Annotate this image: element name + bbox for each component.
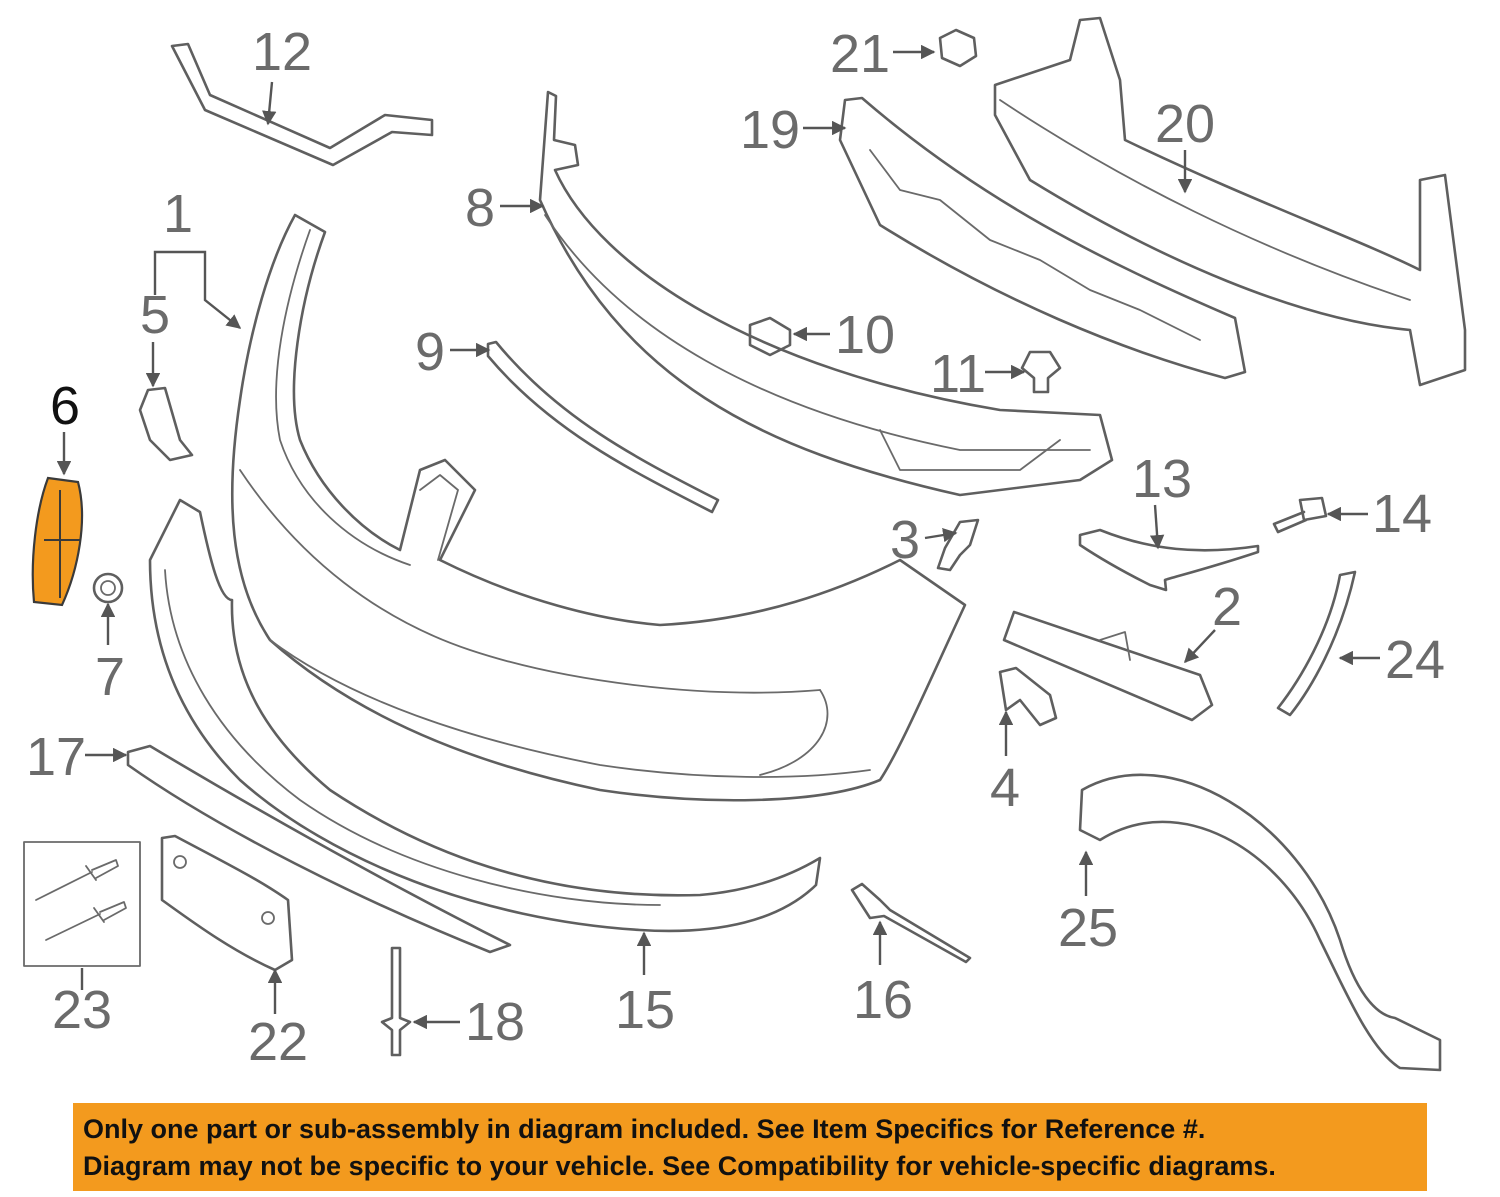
part-7-grommet [92,572,124,604]
part-14-bolt [1272,496,1328,534]
part-24-side-trim [1276,570,1357,717]
callout-21: 21 [830,24,890,84]
part-16-screw [850,882,972,964]
part-17-lower-shield [126,744,512,954]
part-15-lower-valance [148,498,822,933]
part-19-energy-absorber [838,96,1247,380]
part-3-clip [936,518,980,572]
callout-18: 18 [465,992,525,1052]
part-1-bumper-cover [230,213,967,802]
part-21-nut [938,28,978,68]
callout-10: 10 [835,305,895,365]
callout-22: 22 [248,1012,308,1072]
callout-4: 4 [990,758,1020,818]
notice-line-2: Diagram may not be specific to your vehi… [83,1151,1276,1181]
callout-labels: 12 1 5 6 7 8 9 10 11 19 21 20 3 13 14 2 … [26,22,1445,1072]
part-9-molding [486,340,720,514]
callout-11: 11 [930,344,986,404]
callout-14: 14 [1372,484,1432,544]
part-25-wheel-flare [1078,773,1442,1072]
callout-20: 20 [1155,94,1215,154]
callout-9: 9 [415,322,445,382]
part-23-rivet-kit [23,841,141,967]
notice-banner: Only one part or sub-assembly in diagram… [73,1103,1427,1191]
part-5-bracket [138,386,194,462]
callout-24: 24 [1385,630,1445,690]
leader-lines [56,44,1380,1030]
part-20-reinforcement [993,16,1467,387]
notice-line-1: Only one part or sub-assembly in diagram… [83,1114,1206,1144]
callout-16: 16 [853,970,913,1030]
part-12-upper-trim [170,42,434,167]
part-18-push-pin [380,946,412,1057]
callout-23: 23 [52,980,112,1040]
callout-17: 17 [26,727,86,787]
part-10-nut [748,316,792,357]
callout-5: 5 [140,285,170,345]
part-22-license-bracket [160,834,294,972]
callout-8: 8 [465,178,495,238]
part-4-clip [998,666,1058,727]
callout-1: 1 [163,184,193,244]
part-2-lamp-bracket [1002,610,1214,722]
callout-7: 7 [95,647,125,707]
callout-15: 15 [615,980,675,1040]
callout-19: 19 [740,100,800,160]
callout-13: 13 [1132,449,1192,509]
callout-6: 6 [50,376,80,436]
bumper-parts-diagram: 12 1 5 6 7 8 9 10 11 19 21 20 3 13 14 2 … [23,16,1467,1072]
part-6-emblem[interactable] [31,476,84,607]
part-8-lower-grille [538,90,1114,497]
part-11-clip [1020,350,1062,394]
callout-2: 2 [1212,577,1242,637]
callout-3: 3 [890,510,920,570]
callout-25: 25 [1058,898,1118,958]
callout-12: 12 [252,22,312,82]
